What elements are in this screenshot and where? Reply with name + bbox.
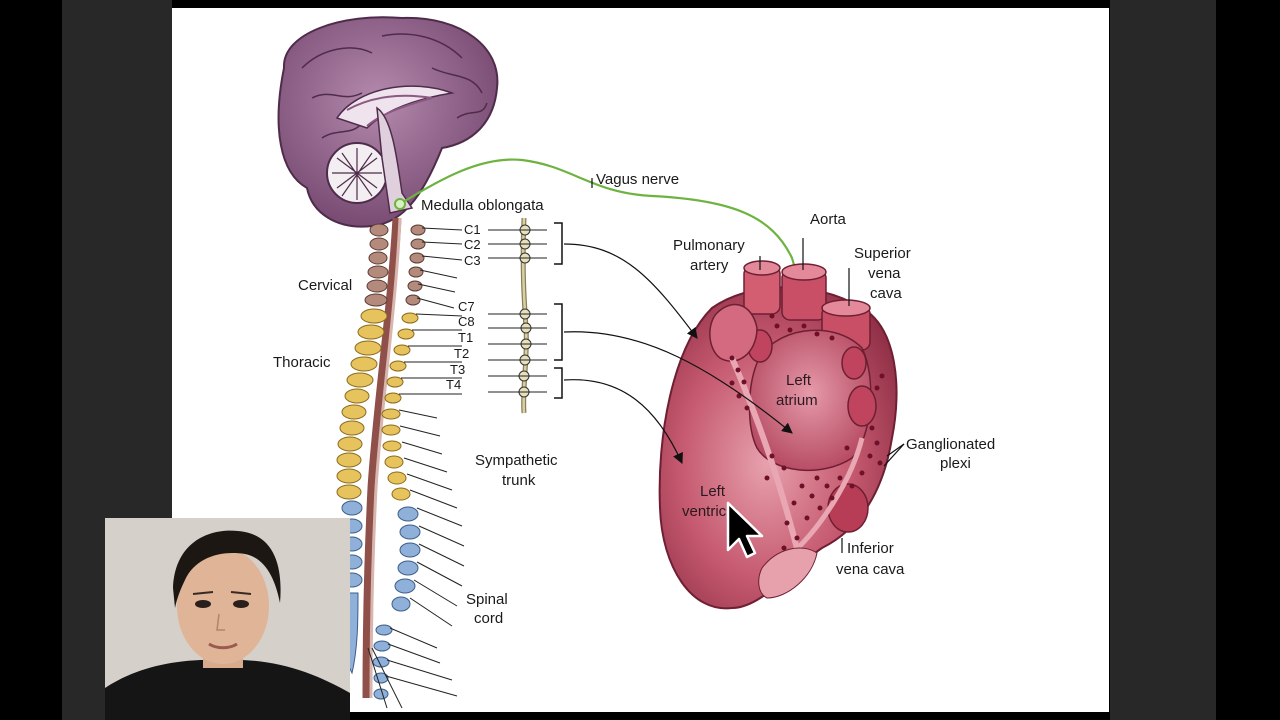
medulla-node	[394, 198, 406, 210]
label-trunk: trunk	[502, 472, 536, 489]
label-c7: C7	[458, 299, 475, 314]
label-c3: C3	[464, 253, 481, 268]
label-aorta: Aorta	[810, 211, 847, 228]
right-letterbox	[1110, 0, 1216, 720]
label-pulmonary: Pulmonary	[673, 237, 745, 254]
spinal-cord-shape	[362, 217, 402, 699]
cervical-vertebrae	[364, 223, 426, 307]
label-thoracic: Thoracic	[273, 354, 331, 371]
sympathetic-trunk-chain	[488, 217, 563, 414]
sympathetic-arrows	[563, 243, 793, 464]
brainstem	[376, 106, 414, 214]
label-c1: C1	[464, 222, 481, 237]
label-left-ventricle-2: ventricle	[682, 503, 738, 520]
cursor-arrow-icon	[726, 501, 764, 559]
thoracic-vertebrae	[336, 308, 419, 501]
label-plexi: plexi	[940, 455, 971, 472]
label-vena: vena	[868, 265, 901, 282]
heart	[658, 260, 898, 610]
presenter-shirt	[105, 659, 350, 720]
brain	[277, 16, 499, 228]
label-vena-cava: vena cava	[836, 561, 905, 578]
inferior-vena-cava-vessel	[827, 483, 869, 533]
label-t1: T1	[458, 330, 473, 345]
label-medulla-oblongata: Medulla oblongata	[421, 197, 544, 214]
label-c2: C2	[464, 237, 481, 252]
label-ganglionated: Ganglionated	[906, 436, 995, 453]
presenter-face	[177, 548, 269, 664]
label-t2: T2	[454, 346, 469, 361]
label-c8: C8	[458, 314, 475, 329]
label-left-atrium-2: atrium	[776, 392, 818, 409]
label-cervical: Cervical	[298, 277, 352, 294]
label-left-atrium-1: Left	[786, 372, 812, 389]
lumbar-vertebrae	[341, 500, 421, 700]
label-artery: artery	[690, 257, 729, 274]
label-superior: Superior	[854, 245, 911, 262]
spinal-nerves	[367, 227, 465, 709]
presenter-webcam	[105, 518, 350, 720]
label-inferior: Inferior	[847, 540, 894, 557]
label-leaders	[591, 178, 905, 553]
label-t3: T3	[450, 362, 465, 377]
label-t4: T4	[446, 377, 461, 392]
label-left-ventricle-1: Left	[700, 483, 726, 500]
mouse-cursor	[725, 500, 765, 567]
label-spinal: Spinal	[466, 591, 508, 608]
ganglionated-plexi-dots	[729, 313, 885, 551]
label-cord: cord	[474, 610, 503, 627]
label-sympathetic: Sympathetic	[475, 452, 558, 469]
label-cava: cava	[870, 285, 902, 302]
presenter-hair	[173, 530, 281, 608]
label-vagus-nerve: Vagus nerve	[596, 171, 679, 188]
